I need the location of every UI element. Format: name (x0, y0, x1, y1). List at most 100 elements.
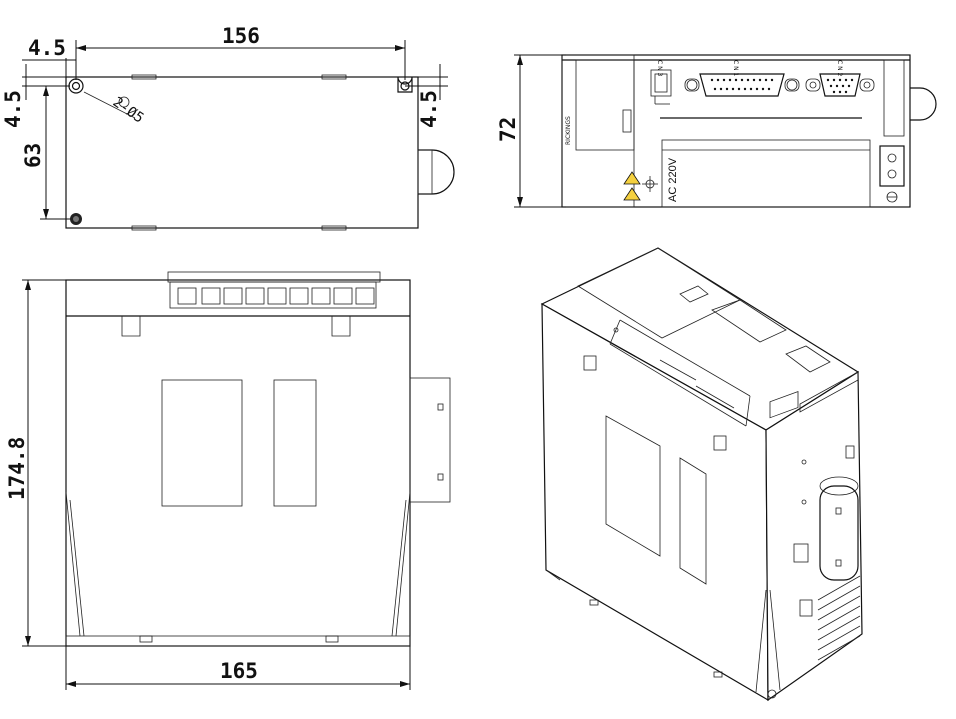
arrow (517, 55, 523, 65)
arrow (395, 45, 405, 51)
iso-foot-hole (767, 689, 777, 699)
top-view-body (65, 76, 419, 229)
voltage-label: AC 220V (667, 157, 679, 202)
arrow (517, 197, 523, 207)
iso-edge (619, 319, 751, 397)
iso-edge (609, 343, 747, 427)
arrow (25, 636, 31, 646)
iso-right-face (765, 370, 863, 702)
iso-vents (817, 575, 861, 661)
cn2-flange (805, 78, 821, 92)
iso-cn3 (679, 285, 709, 303)
iso-cylinder (819, 485, 859, 581)
iso-indicator (845, 445, 855, 459)
iso-top-strip (799, 371, 859, 413)
iso-base-tab (713, 671, 723, 678)
side-view: 174.8 165 (5, 271, 451, 690)
side-connector-housing (169, 281, 377, 309)
isometric-view (540, 247, 863, 702)
iso-cylinder-top (819, 476, 859, 496)
iso-screw (801, 459, 807, 465)
mount-hole-inner (71, 81, 81, 91)
cn1-screw (686, 79, 698, 91)
iso-cylinder-mark (835, 507, 842, 515)
iso-slot (659, 359, 697, 381)
top-clip (321, 74, 347, 80)
cn3-port (654, 73, 668, 93)
cn3-connector (650, 69, 672, 97)
terminal-block (879, 145, 905, 187)
top-clip (131, 74, 157, 80)
front-latch (622, 109, 632, 133)
dim-4-5-left-label: 4.5 (1, 90, 25, 128)
side-base-tab (139, 635, 153, 643)
cn1-flange (784, 78, 800, 92)
cn1-flange (684, 78, 700, 92)
arrow (43, 86, 49, 96)
side-base-tab (325, 635, 339, 643)
arrow (43, 209, 49, 219)
side-clip (331, 316, 351, 337)
iso-window (605, 415, 661, 557)
side-rib (391, 499, 407, 637)
iso-terminal (769, 391, 799, 419)
front-view: RICKINGS C N 3 C N 1 C N 2 (496, 54, 937, 208)
iso-port (793, 543, 809, 563)
cn3-label: C N 3 (656, 60, 663, 76)
dim-4-5-top-label: 4.5 (28, 36, 66, 60)
iso-cylinder-mark (835, 559, 842, 567)
cn2-screw (809, 81, 817, 89)
top-clip (321, 225, 347, 231)
cn2-pins (826, 78, 854, 94)
cn1-screw (786, 79, 798, 91)
cn2-connector (819, 73, 861, 97)
cn2-label: C N 2 (836, 60, 843, 76)
arrow (66, 681, 76, 687)
cn2-screw (863, 81, 871, 89)
front-handle (910, 87, 937, 121)
top-clip (131, 225, 157, 231)
warning-icon (623, 171, 641, 185)
side-clip (121, 316, 141, 337)
iso-clip (713, 435, 727, 451)
attachment-mark (437, 473, 444, 481)
top-view: 156 4.5 4.5 63 4.5 2-Ø5 (1, 24, 455, 231)
cn1-connector (699, 73, 785, 97)
warning-icon (623, 187, 641, 201)
side-rib (395, 491, 411, 637)
iso-cn1 (711, 299, 787, 343)
iso-rib (769, 589, 781, 691)
screw-symbol (118, 96, 130, 108)
iso-screw (801, 499, 807, 505)
iso-slot (695, 385, 735, 409)
arrow (400, 681, 410, 687)
dim-72-label: 72 (496, 117, 520, 142)
iso-edge (745, 395, 751, 427)
dim-63-label: 63 (21, 143, 45, 168)
iso-cn2 (785, 345, 831, 373)
attachment-mark (437, 403, 444, 411)
dim-174-8-label: 174.8 (5, 437, 29, 500)
arrow (76, 45, 86, 51)
iso-rib (545, 569, 561, 581)
front-view-body (561, 54, 911, 208)
side-rib (65, 491, 81, 637)
side-window (161, 379, 243, 507)
front-right-bar (883, 59, 905, 137)
front-lower-panel (661, 139, 871, 208)
top-handle-base (417, 149, 433, 195)
top-handle (418, 149, 455, 195)
front-left-panel (575, 59, 635, 151)
side-view-body (65, 279, 411, 647)
leader-line (83, 91, 136, 119)
terminal-screw (887, 153, 897, 163)
side-rib (69, 499, 85, 637)
terminal-screw (887, 169, 897, 179)
dim-165-label: 165 (220, 659, 258, 683)
cn1-label: C N 1 (732, 60, 739, 76)
iso-clip (583, 355, 597, 371)
side-window (273, 379, 317, 507)
iso-port (799, 599, 813, 617)
